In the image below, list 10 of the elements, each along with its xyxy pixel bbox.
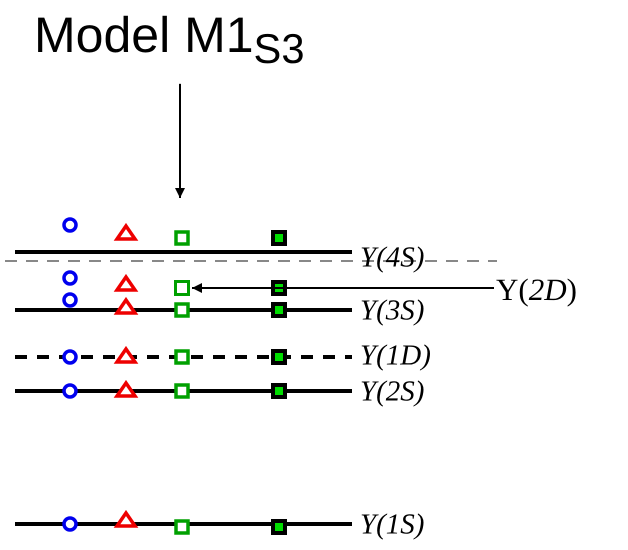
level-label: Υ(3S)	[360, 296, 424, 326]
level-label: Υ(1D)	[360, 342, 431, 370]
model-heading: Model M1$_{S3}$	[34, 8, 304, 72]
state-label: Υ(2D)	[496, 273, 577, 308]
arrow	[175, 84, 185, 198]
square-marker	[174, 280, 190, 296]
level-label: Υ(4S)	[360, 244, 424, 272]
arrow	[192, 283, 494, 293]
level-label: Υ(1S)	[360, 510, 424, 540]
level-label: Υ(2S)	[360, 378, 424, 406]
